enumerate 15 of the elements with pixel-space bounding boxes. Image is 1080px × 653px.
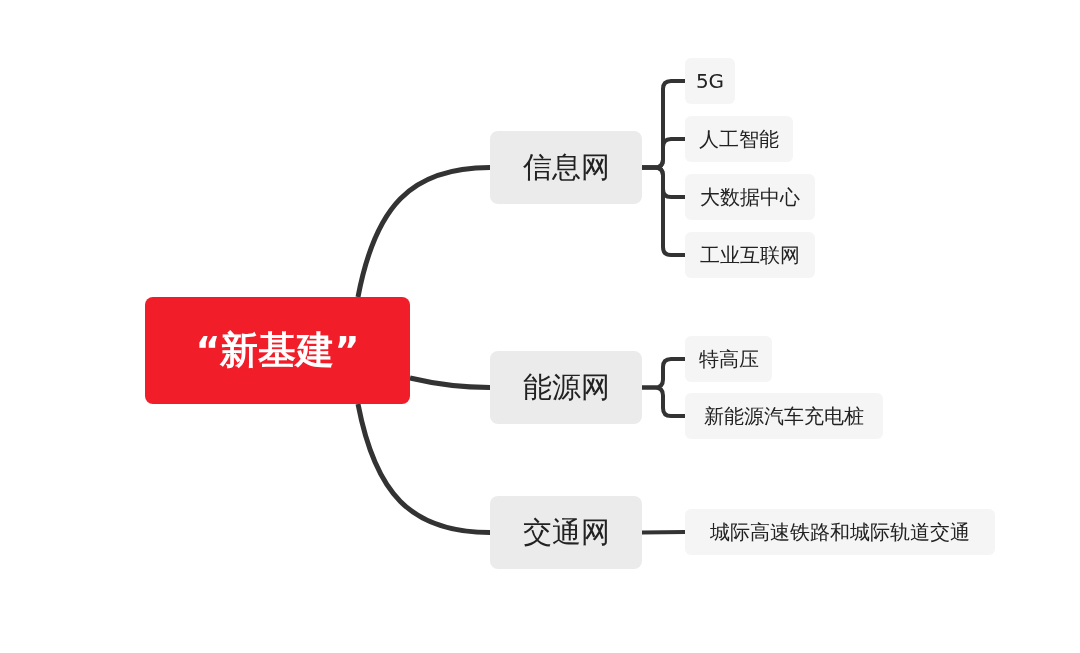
topic-box: 信息网 (490, 131, 642, 204)
root-box: “新基建” (145, 297, 410, 404)
connector-line (355, 403, 491, 535)
topic-box: 交通网 (490, 496, 642, 569)
connector-line (641, 530, 686, 535)
subtopic-box: 人工智能 (685, 116, 793, 162)
topic-box: 能源网 (490, 351, 642, 424)
subtopic-box: 工业互联网 (685, 232, 815, 278)
subtopic-box: 5G (685, 58, 735, 104)
subtopic-box: 城际高速铁路和城际轨道交通 (685, 509, 995, 555)
connector-line (355, 165, 491, 298)
connector-line (409, 375, 491, 390)
subtopic-box: 新能源汽车充电桩 (685, 393, 883, 439)
subtopic-box: 大数据中心 (685, 174, 815, 220)
subtopic-box: 特高压 (685, 336, 772, 382)
